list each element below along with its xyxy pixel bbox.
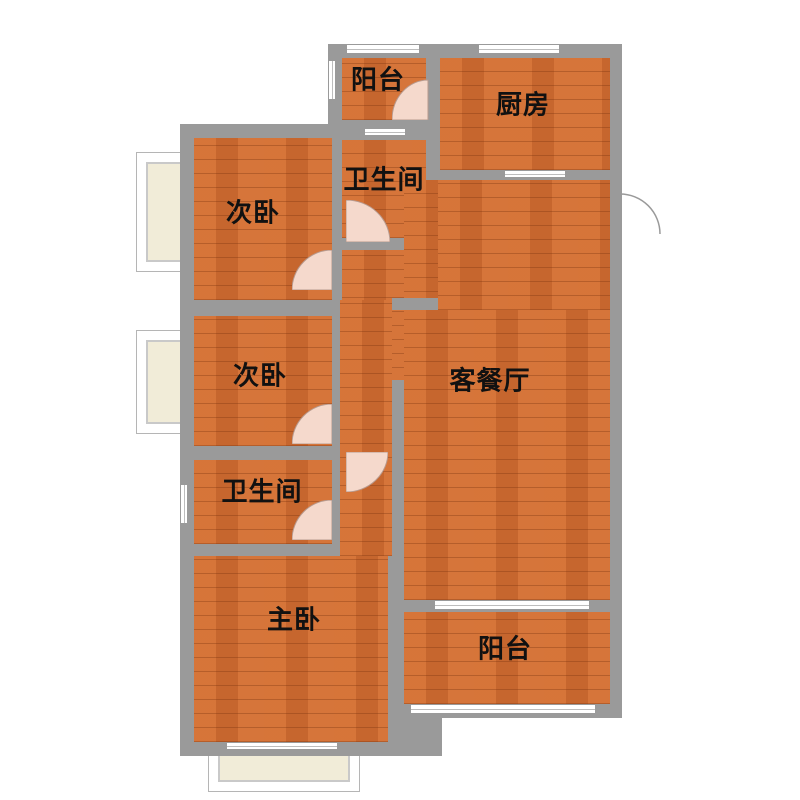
label-balcony-top: 阳台 xyxy=(350,65,406,96)
room-living-upper xyxy=(438,180,610,310)
room-master-bedroom xyxy=(194,556,388,742)
label-living-dining: 客餐厅 xyxy=(449,366,531,397)
door-swing-icon xyxy=(292,250,332,290)
wall-living-notch xyxy=(392,298,438,310)
bay-window-icon xyxy=(146,162,182,262)
label-bathroom-top: 卫生间 xyxy=(343,165,425,196)
window-icon xyxy=(226,742,338,750)
window-icon xyxy=(410,704,596,714)
door-swing-icon xyxy=(292,500,332,540)
window-icon xyxy=(346,44,420,54)
room-second-bedroom-2 xyxy=(194,316,332,446)
label-master-bedroom: 主卧 xyxy=(266,605,322,636)
door-swing-icon xyxy=(346,452,388,492)
window-icon xyxy=(180,484,188,524)
door-swing-icon xyxy=(392,78,430,120)
room-balcony-bottom xyxy=(404,612,610,704)
window-icon xyxy=(478,44,560,54)
window-icon xyxy=(434,600,590,610)
door-swing-icon xyxy=(346,200,390,242)
label-bathroom-bottom: 卫生间 xyxy=(221,477,303,508)
label-second-bedroom-1: 次卧 xyxy=(225,198,281,229)
bay-window-icon xyxy=(146,340,182,424)
door-swing-icon xyxy=(292,404,332,444)
window-icon xyxy=(328,60,336,100)
room-corridor-lower xyxy=(340,300,392,556)
label-kitchen: 厨房 xyxy=(495,90,551,121)
label-second-bedroom-2: 次卧 xyxy=(232,361,288,392)
wall-corridor-divider xyxy=(392,380,404,620)
room-kitchen xyxy=(440,58,610,170)
label-balcony-bottom: 阳台 xyxy=(477,634,533,665)
window-icon xyxy=(504,170,566,178)
window-icon xyxy=(364,128,406,136)
door-swing-icon xyxy=(620,190,662,236)
